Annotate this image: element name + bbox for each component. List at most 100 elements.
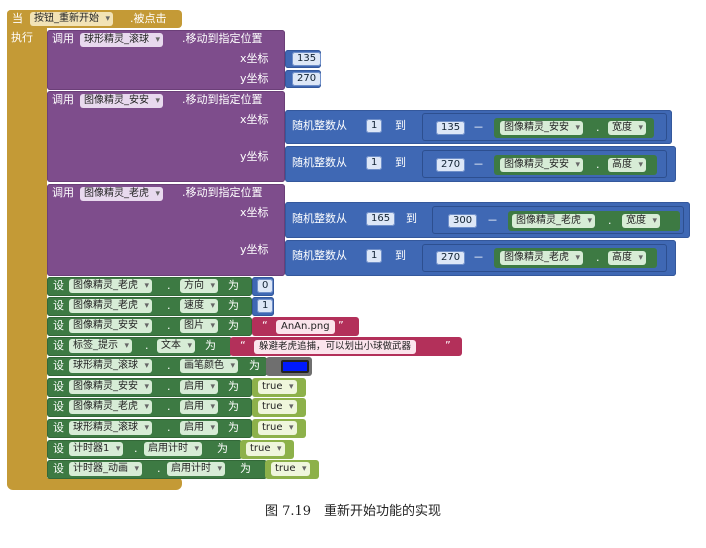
call-label: 调用 (52, 93, 74, 106)
color-swatch[interactable] (281, 360, 309, 373)
event-component-dropdown[interactable]: 按钮_重新开始 (30, 12, 113, 26)
getter-dot: . (596, 251, 600, 264)
set-label: 设 (53, 442, 64, 455)
setter-dot: . (157, 462, 161, 475)
getter-property-dropdown[interactable]: 高度 (608, 251, 646, 265)
getter-dot: . (596, 158, 600, 171)
setter-dot: . (145, 339, 149, 352)
boolean-dropdown[interactable]: true (258, 380, 297, 394)
x-label: x坐标 (240, 206, 269, 219)
quote-close: ” (338, 319, 344, 332)
figure-caption: 图 7.19 重新开始功能的实现 (264, 504, 442, 519)
event-block-spine (7, 10, 47, 488)
call-anan-component-dropdown[interactable]: 图像精灵_安安 (80, 94, 163, 108)
subtract-left-input[interactable]: 270 (436, 158, 466, 172)
setter-dot: . (167, 319, 171, 332)
setter-component-dropdown[interactable]: 图像精灵_安安 (69, 380, 152, 394)
getter-property-dropdown[interactable]: 宽度 (622, 214, 660, 228)
setter-property-dropdown[interactable]: 启用 (180, 400, 218, 414)
setter-property-dropdown[interactable]: 启用 (180, 421, 218, 435)
getter-component-dropdown[interactable]: 图像精灵_老虎 (512, 214, 595, 228)
setter-dot: . (167, 299, 171, 312)
set-label: 设 (53, 462, 64, 475)
do-label: 执行 (11, 31, 33, 44)
boolean-dropdown[interactable]: true (258, 400, 297, 414)
setter-property-dropdown[interactable]: 文本 (157, 339, 195, 353)
random-to-label: 到 (395, 119, 406, 132)
boolean-dropdown[interactable]: true (271, 462, 310, 476)
number-input[interactable]: 0 (257, 279, 274, 293)
to-label: 为 (228, 279, 239, 292)
boolean-dropdown[interactable]: true (246, 442, 285, 456)
event-block-footer (7, 478, 182, 490)
setter-dot: . (167, 279, 171, 292)
random-from-input[interactable]: 165 (366, 212, 396, 226)
quote-close: ” (445, 339, 451, 352)
to-label: 为 (228, 299, 239, 312)
set-label: 设 (53, 339, 64, 352)
random-to-label: 到 (395, 249, 406, 262)
quote-open: “ (240, 339, 246, 352)
setter-component-dropdown[interactable]: 图像精灵_老虎 (69, 279, 152, 293)
text-input[interactable]: 躲避老虎追捕，可以划出小球做武器 (254, 340, 417, 354)
getter-component-dropdown[interactable]: 图像精灵_安安 (500, 158, 583, 172)
boolean-dropdown[interactable]: true (258, 421, 297, 435)
x-label: x坐标 (240, 113, 269, 126)
text-input[interactable]: AnAn.png (276, 320, 335, 334)
set-label: 设 (53, 421, 64, 434)
to-label: 为 (228, 421, 239, 434)
setter-component-dropdown[interactable]: 球形精灵_滚球 (69, 421, 152, 435)
setter-component-dropdown[interactable]: 球形精灵_滚球 (69, 359, 152, 373)
getter-dot: . (596, 121, 600, 134)
setter-dot: . (167, 359, 171, 372)
set-label: 设 (53, 359, 64, 372)
setter-property-dropdown[interactable]: 画笔颜色 (180, 359, 238, 373)
random-to-label: 到 (406, 212, 417, 225)
call-ball-component-dropdown[interactable]: 球形精灵_滚球 (80, 33, 163, 47)
number-input[interactable]: 1 (257, 299, 274, 313)
getter-property-dropdown[interactable]: 宽度 (608, 121, 646, 135)
setter-property-dropdown[interactable]: 启用计时 (144, 442, 202, 456)
subtract-left-input[interactable]: 135 (436, 121, 466, 135)
setter-property-dropdown[interactable]: 速度 (180, 299, 218, 313)
random-integer-label: 随机整数从 (292, 119, 347, 132)
setter-component-dropdown[interactable]: 图像精灵_老虎 (69, 299, 152, 313)
subtract-operator: － (473, 121, 484, 134)
x-label: x坐标 (240, 52, 269, 65)
to-label: 为 (228, 319, 239, 332)
subtract-left-input[interactable]: 300 (448, 214, 478, 228)
random-from-input[interactable]: 1 (366, 119, 383, 133)
setter-dot: . (167, 400, 171, 413)
random-from-input[interactable]: 1 (366, 249, 383, 263)
setter-property-dropdown[interactable]: 图片 (180, 319, 218, 333)
setter-component-dropdown[interactable]: 图像精灵_安安 (69, 319, 152, 333)
setter-property-dropdown[interactable]: 方向 (180, 279, 218, 293)
set-label: 设 (53, 279, 64, 292)
to-label: 为 (228, 380, 239, 393)
subtract-operator: － (487, 214, 498, 227)
number-input[interactable]: 270 (292, 72, 322, 86)
setter-component-dropdown[interactable]: 计时器_动画 (69, 462, 142, 476)
setter-property-dropdown[interactable]: 启用 (180, 380, 218, 394)
getter-dot: . (608, 214, 612, 227)
subtract-left-input[interactable]: 270 (436, 251, 466, 265)
call-ball-method-label: .移动到指定位置 (182, 32, 263, 45)
number-input[interactable]: 135 (292, 52, 322, 66)
call-anan-method-label: .移动到指定位置 (182, 93, 263, 106)
call-tiger-component-dropdown[interactable]: 图像精灵_老虎 (80, 187, 163, 201)
getter-property-dropdown[interactable]: 高度 (608, 158, 646, 172)
set-label: 设 (53, 299, 64, 312)
setter-component-dropdown[interactable]: 标签_提示 (69, 339, 132, 353)
getter-component-dropdown[interactable]: 图像精灵_老虎 (500, 251, 583, 265)
setter-dot: . (167, 380, 171, 393)
y-label: y坐标 (240, 150, 269, 163)
setter-property-dropdown[interactable]: 启用计时 (167, 462, 225, 476)
setter-component-dropdown[interactable]: 图像精灵_老虎 (69, 400, 152, 414)
getter-component-dropdown[interactable]: 图像精灵_安安 (500, 121, 583, 135)
setter-component-dropdown[interactable]: 计时器1 (69, 442, 124, 456)
call-label: 调用 (52, 32, 74, 45)
y-label: y坐标 (240, 243, 269, 256)
set-label: 设 (53, 380, 64, 393)
random-from-input[interactable]: 1 (366, 156, 383, 170)
set-label: 设 (53, 400, 64, 413)
